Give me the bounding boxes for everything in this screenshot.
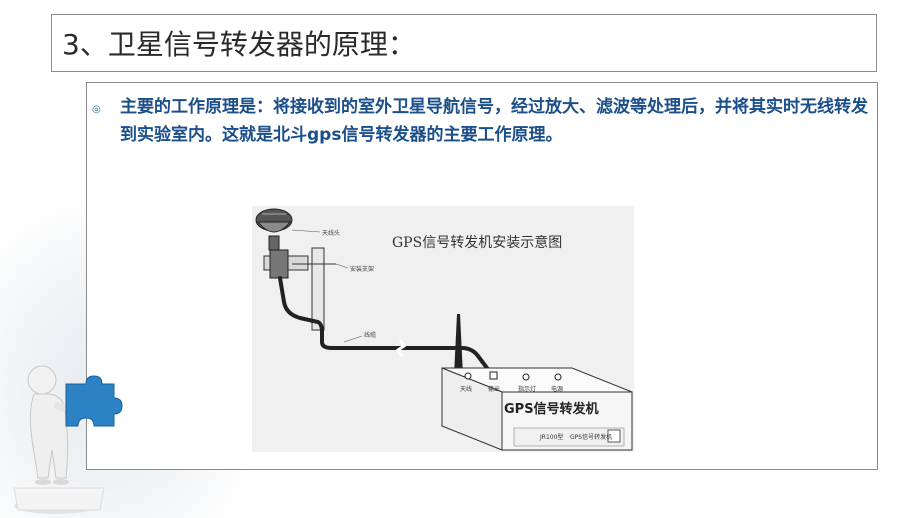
mount-pole (311, 247, 325, 331)
bullet-paragraph: 主要的工作原理是：将接收到的室外卫星导航信号，经过放大、滤波等处理后，并将其实时… (120, 97, 868, 145)
port-label-antenna: 天线 (460, 386, 473, 393)
cable-label: 线缆 (364, 332, 377, 339)
cable-line (278, 276, 498, 382)
title-box: 3、卫星信号转发器的原理： (51, 14, 877, 72)
installation-diagram: GPS信号转发机安装示意图 天线头 安装支架 线缆 天线 输出 指示灯 电源 G… (252, 206, 634, 452)
port-label-power: 电源 (551, 386, 564, 393)
mount-bracket-label: 安装支架 (350, 266, 375, 273)
port-label-indicator: 指示灯 (518, 386, 537, 393)
device-model-text: JR100型 (540, 434, 564, 441)
figure-title: GPS信号转发机安装示意图 (392, 235, 563, 251)
slide-title: 3、卫星信号转发器的原理： (62, 28, 416, 61)
circle-bullet-icon: ◎ (92, 104, 101, 115)
port-label-output: 输出 (488, 386, 501, 393)
antenna-head-icon (255, 208, 293, 251)
antenna-connector (269, 249, 289, 279)
antenna-head-label: 天线头 (322, 230, 341, 237)
figure-holding-puzzle-icon (13, 365, 123, 514)
device-product-text: GPS信号转发机 (570, 434, 613, 441)
diagram-graphics (255, 208, 633, 451)
device-antenna (454, 314, 463, 376)
device-name-label: GPS信号转发机 (504, 402, 599, 417)
